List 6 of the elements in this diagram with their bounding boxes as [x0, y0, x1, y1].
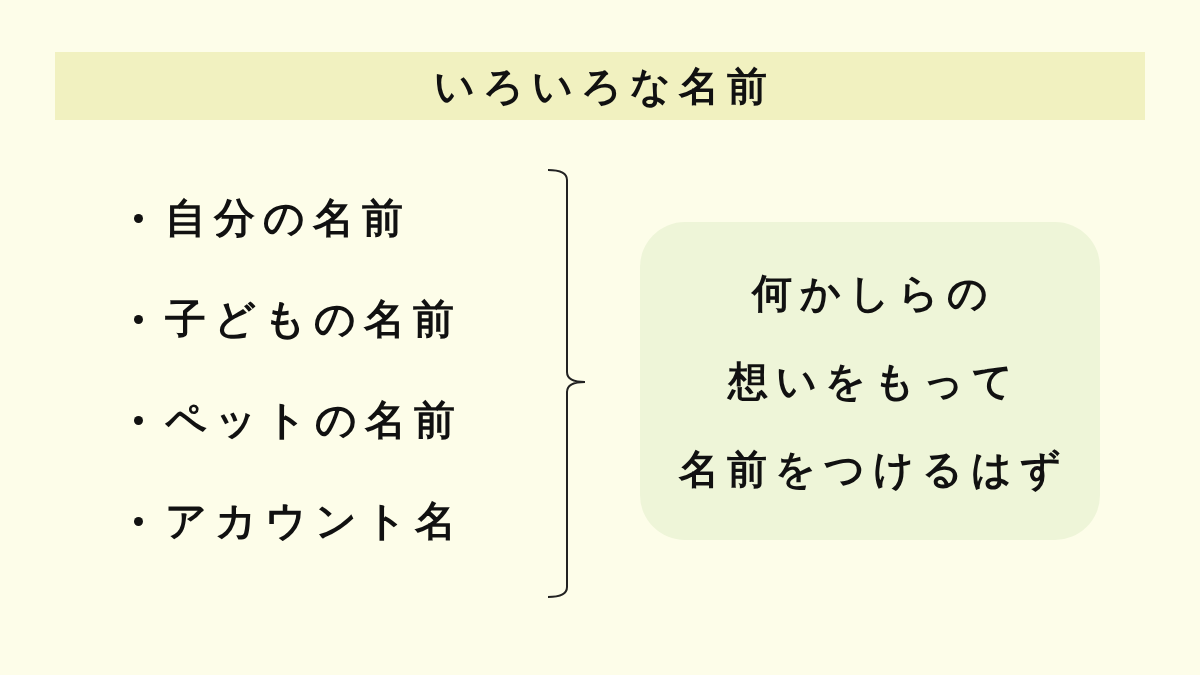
- title: いろいろな名前: [432, 62, 775, 110]
- list-item: アカウント名: [165, 496, 464, 546]
- list-item: 自分の名前: [165, 193, 411, 243]
- list-item: ペットの名前: [165, 395, 463, 445]
- box-text: 何かしらの想いをもって名前をつけるはず: [677, 269, 1069, 494]
- list-item: 子どもの名前: [165, 294, 462, 344]
